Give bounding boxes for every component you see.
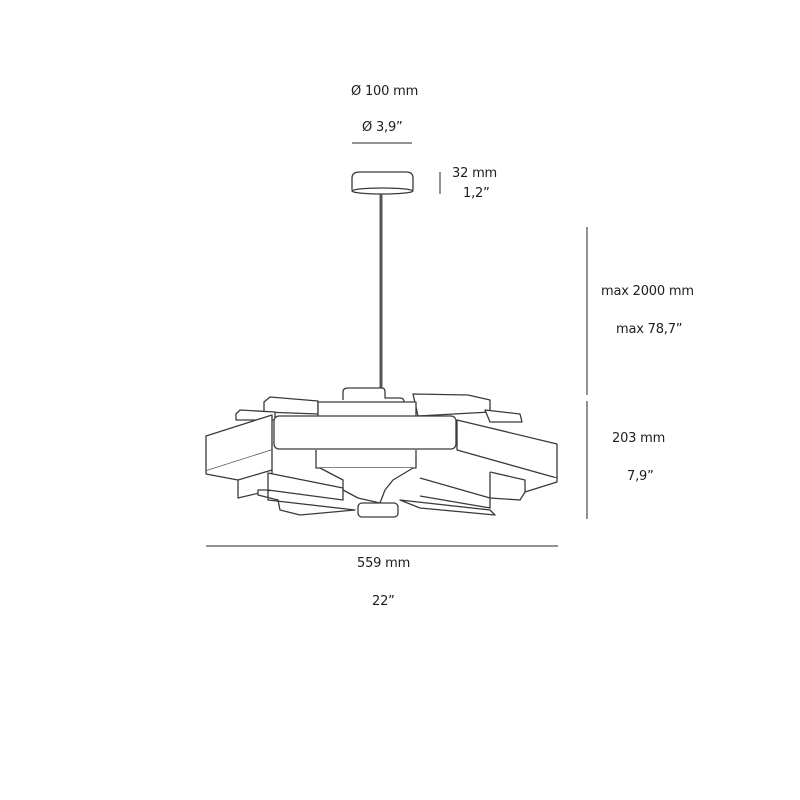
body-height-in: 7,9” [627,469,654,484]
canopy-diameter-in: Ø 3,9” [362,120,403,135]
canopy-diameter-mm: Ø 100 mm [351,84,419,99]
body-width-in: 22” [372,594,395,609]
suspension-length-in: max 78,7” [616,322,683,337]
canopy-height-in: 1,2” [463,186,490,201]
suspension-length-mm: max 2000 mm [601,284,694,299]
body-width-mm: 559 mm [357,556,411,571]
canopy-shape [351,171,414,195]
canopy-height-mm: 32 mm [452,166,498,181]
body-height-mm: 203 mm [612,431,666,446]
